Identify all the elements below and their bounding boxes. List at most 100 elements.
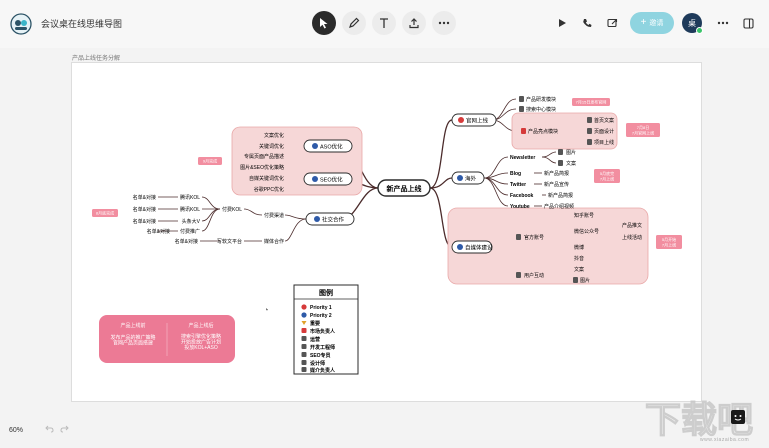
site-item[interactable]: 产品亮点模块 <box>528 128 558 135</box>
legend[interactable]: 图例 Priority 1 Priority 2 重要 市场负责人 运营 开发工… <box>293 284 359 375</box>
sidebar-toggle-button[interactable] <box>738 11 758 35</box>
seo-item[interactable]: 自媒关键词优化 <box>249 175 284 182</box>
newsletter-sub-item[interactable]: 文案 <box>566 160 576 167</box>
help-button[interactable] <box>731 410 745 424</box>
note-aso[interactable]: 9月完成 <box>198 157 222 165</box>
note-site[interactable]: 7月15日发布官网 <box>572 98 610 106</box>
overseas-note[interactable]: 新产品宣传 <box>544 181 569 188</box>
frame-label[interactable]: 产品上线任务分解 <box>72 56 121 62</box>
svg-text:8月底完成: 8月底完成 <box>96 210 114 216</box>
note-social[interactable]: 8月底完成 <box>92 209 118 217</box>
share-screen-button[interactable] <box>602 11 622 35</box>
media-group-item[interactable]: 官方账号 <box>524 234 544 241</box>
priority-2-icon <box>312 143 318 149</box>
pen-tool-button[interactable] <box>342 11 366 35</box>
redo-button[interactable] <box>60 425 69 435</box>
branch-overseas-node[interactable]: 海外 <box>451 171 485 185</box>
overseas-note[interactable]: 新产品简报 <box>544 170 569 177</box>
overseas-item[interactable]: Newsletter <box>510 155 535 161</box>
overseas-note[interactable]: 新产品简报 <box>548 192 573 199</box>
seo-item[interactable]: 谷歌PPC优化 <box>254 186 284 193</box>
media-leaf[interactable]: 名单&对接 <box>175 238 198 245</box>
document-title[interactable]: 会议桌在线思维导图 <box>41 19 123 29</box>
branch-social-node[interactable]: 社交合作 <box>305 212 355 226</box>
media-group[interactable] <box>447 207 649 285</box>
pen-icon <box>349 17 360 28</box>
share-screen-icon <box>606 18 617 28</box>
text-tool-button[interactable] <box>372 11 396 35</box>
branch-seo-node[interactable]: SEO优化 <box>303 172 353 186</box>
user-item[interactable]: 图片 <box>580 277 590 284</box>
kol-item[interactable]: 头条大V <box>182 218 201 225</box>
social-item[interactable]: 付费渠道 <box>264 212 284 219</box>
invite-button[interactable]: + 邀请 <box>630 12 674 34</box>
select-tool-button[interactable] <box>312 11 336 35</box>
aso-item[interactable]: 文案优化 <box>264 132 284 139</box>
zoom-level[interactable]: 60% <box>9 427 24 434</box>
mindmap-diagram[interactable]: 新产品上线 ASO优化 SEO优化 社交合作 官网上线 海外 自媒体建设 文案优… <box>72 63 701 401</box>
promo-item[interactable]: 付费推广 <box>180 228 200 235</box>
person-icon <box>516 272 521 278</box>
aso-item[interactable]: 图片&SEO优化策略 <box>240 164 284 171</box>
paid-sub-item[interactable]: 付费KOL <box>222 206 242 213</box>
svg-text:海外: 海外 <box>465 175 477 183</box>
app-logo-icon[interactable] <box>10 13 32 35</box>
official-item[interactable]: 知乎账号 <box>574 212 594 219</box>
priority-1-icon <box>301 304 307 310</box>
site-sub-item[interactable]: 页面设计 <box>594 128 614 135</box>
media-group-item[interactable]: 用户互动 <box>524 272 544 279</box>
kol-leaf[interactable]: 名单&对接 <box>133 206 156 213</box>
whiteboard-frame[interactable]: 新产品上线 ASO优化 SEO优化 社交合作 官网上线 海外 自媒体建设 文案优… <box>71 62 702 402</box>
branch-aso-node[interactable]: ASO优化 <box>303 139 353 153</box>
official-item[interactable]: 微信公众号 <box>574 228 599 235</box>
phone-icon <box>583 19 592 27</box>
overseas-item[interactable]: Blog <box>510 171 521 177</box>
invite-label: 邀请 <box>649 20 664 27</box>
aso-item[interactable]: 专属页面产品描述 <box>244 153 284 160</box>
user-item[interactable]: 文案 <box>574 266 584 273</box>
online-status-dot <box>696 27 703 34</box>
wechat-sub-item[interactable]: 上线活动 <box>622 234 642 241</box>
drawing-toolbar <box>312 11 456 35</box>
media-sub-item[interactable]: 写软文平台 <box>217 238 242 245</box>
kol-item[interactable]: 腾讯KOL <box>180 194 200 201</box>
overseas-note[interactable]: 产品介绍视频 <box>544 203 574 210</box>
official-item[interactable]: 抖音 <box>574 255 584 262</box>
undo-button[interactable] <box>45 425 54 435</box>
user-avatar[interactable]: 桌 <box>682 13 703 34</box>
official-item[interactable]: 微博 <box>574 244 584 251</box>
legend-item: 开发工程师 <box>310 344 335 351</box>
site-item[interactable]: 产品研发模块 <box>526 96 556 103</box>
overseas-item[interactable]: Youtube <box>510 204 530 210</box>
promo-leaf[interactable]: 名单&对接 <box>147 228 170 235</box>
branch-site-node[interactable]: 官网上线 <box>451 113 497 127</box>
site-sub-item[interactable]: 首页文案 <box>594 117 614 124</box>
overseas-item[interactable]: Facebook <box>510 193 534 199</box>
overseas-item[interactable]: Twitter <box>510 182 526 188</box>
callout-box[interactable]: 产品上线前 发布产品的推广策略官网产品页面搭建 产品上线后 搜索引擎优化策略开始… <box>99 315 235 363</box>
call-button[interactable] <box>577 11 597 35</box>
wechat-sub-item[interactable]: 产品推文 <box>622 222 642 229</box>
more-tools-button[interactable] <box>432 11 456 35</box>
chat-help-icon <box>734 415 742 421</box>
site-item[interactable]: 搜索中心模块 <box>526 106 556 113</box>
branch-media-node[interactable]: 自媒体建设 <box>451 240 493 254</box>
upload-tool-button[interactable] <box>402 11 426 35</box>
kol-leaf[interactable]: 名单&对接 <box>133 194 156 201</box>
newsletter-sub-item[interactable]: 图片 <box>566 149 576 156</box>
social-item[interactable]: 媒体合作 <box>264 238 284 245</box>
kol-leaf[interactable]: 名单&对接 <box>133 218 156 225</box>
present-button[interactable] <box>552 11 572 35</box>
redo-icon <box>60 425 69 433</box>
site-sub-item[interactable]: 项目上线 <box>594 139 614 146</box>
more-menu-button[interactable] <box>713 11 733 35</box>
priority-2-icon <box>457 244 463 250</box>
aso-item[interactable]: 关键词优化 <box>259 143 284 150</box>
callout-right-body: 搜索引擎优化策略开始投放广告计划投放KOL+ASO <box>181 333 221 351</box>
kol-item[interactable]: 腾讯KOL <box>180 206 200 213</box>
center-node[interactable] <box>377 179 431 197</box>
